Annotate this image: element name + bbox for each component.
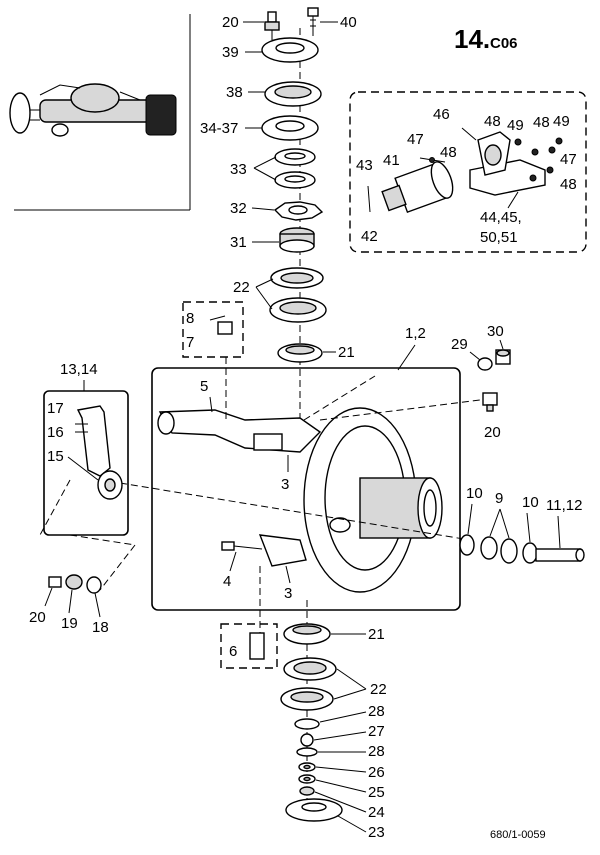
label-22-upper: 22: [233, 279, 250, 296]
label-29: 29: [451, 336, 468, 353]
axle-overview-inset: [9, 14, 191, 211]
label-3-lower: 3: [284, 585, 292, 602]
part-29-30-plug: [477, 349, 511, 371]
label-32: 32: [230, 200, 247, 217]
label-11-12: 11,12: [546, 497, 582, 514]
part-33-rings: [274, 148, 316, 189]
part-4-bolt: [221, 541, 263, 551]
label-48-right: 48: [560, 176, 577, 193]
label-5: 5: [200, 378, 208, 395]
label-20-left: 20: [29, 609, 46, 626]
label-28-lower: 28: [368, 743, 385, 760]
group-box-actuator: [349, 91, 587, 253]
parts-46-49-bolts: [419, 127, 563, 182]
label-16: 16: [47, 424, 64, 441]
part-26-washer: [298, 762, 316, 772]
label-8: 8: [186, 310, 194, 327]
group-box-7-8: [182, 301, 244, 358]
part-22-upper-bearings: [269, 267, 327, 323]
label-19: 19: [61, 615, 78, 632]
label-17: 17: [47, 400, 64, 417]
label-48-left: 48: [440, 144, 457, 161]
label-40: 40: [340, 14, 357, 31]
label-15: 15: [47, 448, 64, 465]
label-13-14: 13,14: [60, 361, 98, 378]
label-4: 4: [223, 573, 231, 590]
label-34-37: 34-37: [200, 120, 238, 137]
label-3-upper: 3: [281, 476, 289, 493]
label-20-right: 20: [484, 424, 501, 441]
label-18: 18: [92, 619, 109, 636]
part-38-bearing: [264, 81, 322, 107]
label-50-51: 50,51: [480, 229, 518, 246]
label-27: 27: [368, 723, 385, 740]
label-6: 6: [229, 643, 237, 660]
label-10-left: 10: [466, 485, 483, 502]
label-21-upper: 21: [338, 344, 355, 361]
label-7: 7: [186, 334, 194, 351]
label-22-lower: 22: [370, 681, 387, 698]
label-33: 33: [230, 161, 247, 178]
label-49-a: 49: [507, 117, 524, 134]
part-25-washer: [298, 774, 316, 784]
label-46: 46: [433, 106, 450, 123]
label-42: 42: [361, 228, 378, 245]
part-21-lower-seal: [283, 623, 331, 645]
label-44-45: 44,45,: [480, 209, 522, 226]
label-47-left: 47: [407, 131, 424, 148]
label-30: 30: [487, 323, 504, 340]
label-41: 41: [383, 152, 400, 169]
drawing-reference: 680/1-0059: [490, 829, 546, 841]
group-box-13-14: [43, 390, 129, 536]
label-25: 25: [368, 784, 385, 801]
part-21-upper-seal: [277, 343, 323, 363]
part-24-nut: [299, 786, 315, 796]
part-23-base-plate: [285, 798, 343, 822]
label-21-lower: 21: [368, 626, 385, 643]
label-31: 31: [230, 234, 247, 251]
label-39: 39: [222, 44, 239, 61]
label-1-2: 1,2: [405, 325, 426, 342]
title-sub: C06: [490, 35, 518, 52]
part-20-grease-nipple: [264, 11, 280, 40]
label-48-a: 48: [484, 113, 501, 130]
label-49-b: 49: [553, 113, 570, 130]
diagram-title: 14. C06: [454, 24, 518, 54]
label-38: 38: [226, 84, 243, 101]
label-24: 24: [368, 804, 385, 821]
wheel-hub-knuckle: [157, 407, 443, 593]
part-20-right-nipple: [482, 392, 498, 412]
part-31-nut: [279, 227, 315, 253]
part-39-cover-plate: [261, 37, 319, 63]
part-40-bolt: [307, 7, 319, 36]
part-22-lower-bearings: [280, 657, 337, 711]
label-10-right: 10: [522, 494, 539, 511]
label-20-top: 20: [222, 14, 239, 31]
label-43: 43: [356, 157, 373, 174]
part-27-ball: [300, 733, 314, 747]
label-47-right: 47: [560, 151, 577, 168]
label-9: 9: [495, 490, 503, 507]
part-41-actuator-cylinder: [381, 161, 454, 213]
part-44-51-bracket: [469, 131, 546, 196]
label-26: 26: [368, 764, 385, 781]
part-20-19-18-group: [48, 574, 102, 594]
part-34-37-shim-plate: [261, 115, 319, 141]
group-box-6: [220, 623, 278, 669]
part-28-upper-shim: [294, 718, 320, 730]
label-48-b: 48: [533, 114, 550, 131]
main-assembly-box: [151, 367, 461, 611]
axle-overview-illustration: [9, 83, 177, 137]
title-main: 14.: [454, 24, 490, 54]
part-10-9-10-11-12-group: [459, 534, 585, 564]
part-32-lock-washer: [273, 201, 324, 221]
label-23: 23: [368, 824, 385, 841]
part-28-lower-shim: [296, 747, 318, 757]
label-28-upper: 28: [368, 703, 385, 720]
